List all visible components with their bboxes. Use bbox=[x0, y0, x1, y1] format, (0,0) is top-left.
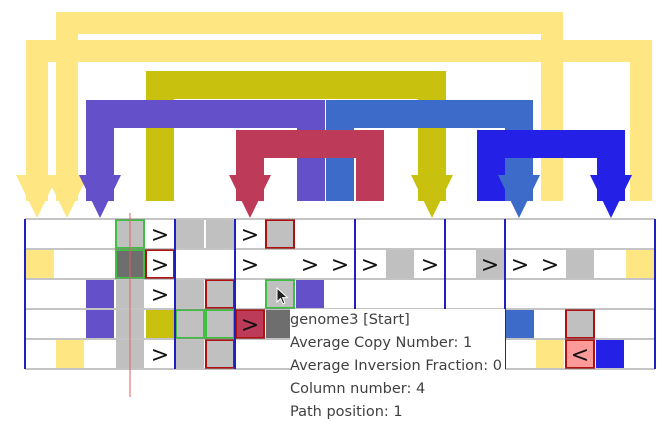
matrix-cell bbox=[176, 220, 204, 248]
orientation-symbol: > bbox=[151, 343, 169, 368]
link-arrowhead bbox=[590, 175, 632, 218]
link-arrows bbox=[16, 12, 652, 218]
matrix-cell bbox=[476, 250, 504, 278]
tooltip-path-name: genome3 [Start] bbox=[290, 312, 410, 328]
matrix-cell bbox=[565, 309, 595, 339]
mouse-pointer-icon bbox=[276, 287, 289, 305]
matrix-cell bbox=[56, 340, 84, 368]
link-arrowhead bbox=[16, 175, 58, 218]
matrix-cell bbox=[205, 279, 235, 309]
tooltip-column-number: Column number: 4 bbox=[290, 381, 426, 397]
orientation-symbol: > bbox=[151, 253, 169, 278]
matrix-cell bbox=[296, 280, 324, 308]
link-arrowhead bbox=[229, 175, 271, 218]
matrix-cell bbox=[626, 250, 654, 278]
orientation-symbol: > bbox=[511, 253, 529, 278]
orientation-symbol: > bbox=[241, 313, 259, 338]
matrix-cell bbox=[566, 250, 594, 278]
matrix-cell bbox=[86, 280, 114, 308]
orientation-symbols: > > > > > > > > > > > > > > < bbox=[151, 223, 589, 368]
tooltip-inversion-fraction: Average Inversion Fraction: 0 bbox=[290, 358, 502, 374]
matrix-cell bbox=[26, 250, 54, 278]
matrix-cell bbox=[386, 250, 414, 278]
orientation-symbol: > bbox=[241, 253, 259, 278]
matrix-cell bbox=[86, 310, 114, 338]
link-arrowhead bbox=[79, 175, 121, 218]
link-arc bbox=[56, 12, 563, 201]
orientation-symbol: > bbox=[481, 253, 499, 278]
orientation-symbol: > bbox=[361, 253, 379, 278]
matrix-cell bbox=[506, 310, 534, 338]
matrix-cell bbox=[205, 309, 235, 339]
matrix-cell bbox=[596, 340, 624, 368]
orientation-symbol: > bbox=[151, 283, 169, 308]
orientation-symbol: > bbox=[241, 223, 259, 248]
tooltip-copy-number: Average Copy Number: 1 bbox=[290, 335, 473, 351]
link-arrowhead bbox=[498, 175, 540, 218]
link-arc bbox=[146, 71, 446, 201]
matrix-cell bbox=[266, 310, 294, 338]
matrix-cell bbox=[146, 310, 174, 338]
matrix-cell bbox=[536, 340, 564, 368]
orientation-symbol: > bbox=[151, 223, 169, 248]
orientation-symbol: > bbox=[301, 253, 319, 278]
node-tooltip: genome3 [Start] Average Copy Number: 1 A… bbox=[290, 309, 505, 424]
orientation-symbol: < bbox=[571, 343, 589, 368]
matrix-cell bbox=[205, 339, 235, 369]
orientation-symbol: > bbox=[541, 253, 559, 278]
link-arrowhead bbox=[411, 175, 453, 218]
matrix-cell bbox=[565, 339, 595, 369]
link-arrowhead bbox=[46, 175, 88, 218]
matrix-cell bbox=[265, 219, 295, 249]
orientation-symbol: > bbox=[331, 253, 349, 278]
link-arc bbox=[26, 40, 652, 201]
matrix-cell bbox=[206, 220, 234, 248]
matrix-cell bbox=[176, 340, 204, 368]
link-arc bbox=[477, 130, 625, 201]
tooltip-path-position: Path position: 1 bbox=[290, 404, 403, 420]
link-arc bbox=[236, 130, 384, 201]
orientation-symbol: > bbox=[421, 253, 439, 278]
matrix-cell bbox=[175, 309, 205, 339]
matrix-cell bbox=[176, 280, 204, 308]
